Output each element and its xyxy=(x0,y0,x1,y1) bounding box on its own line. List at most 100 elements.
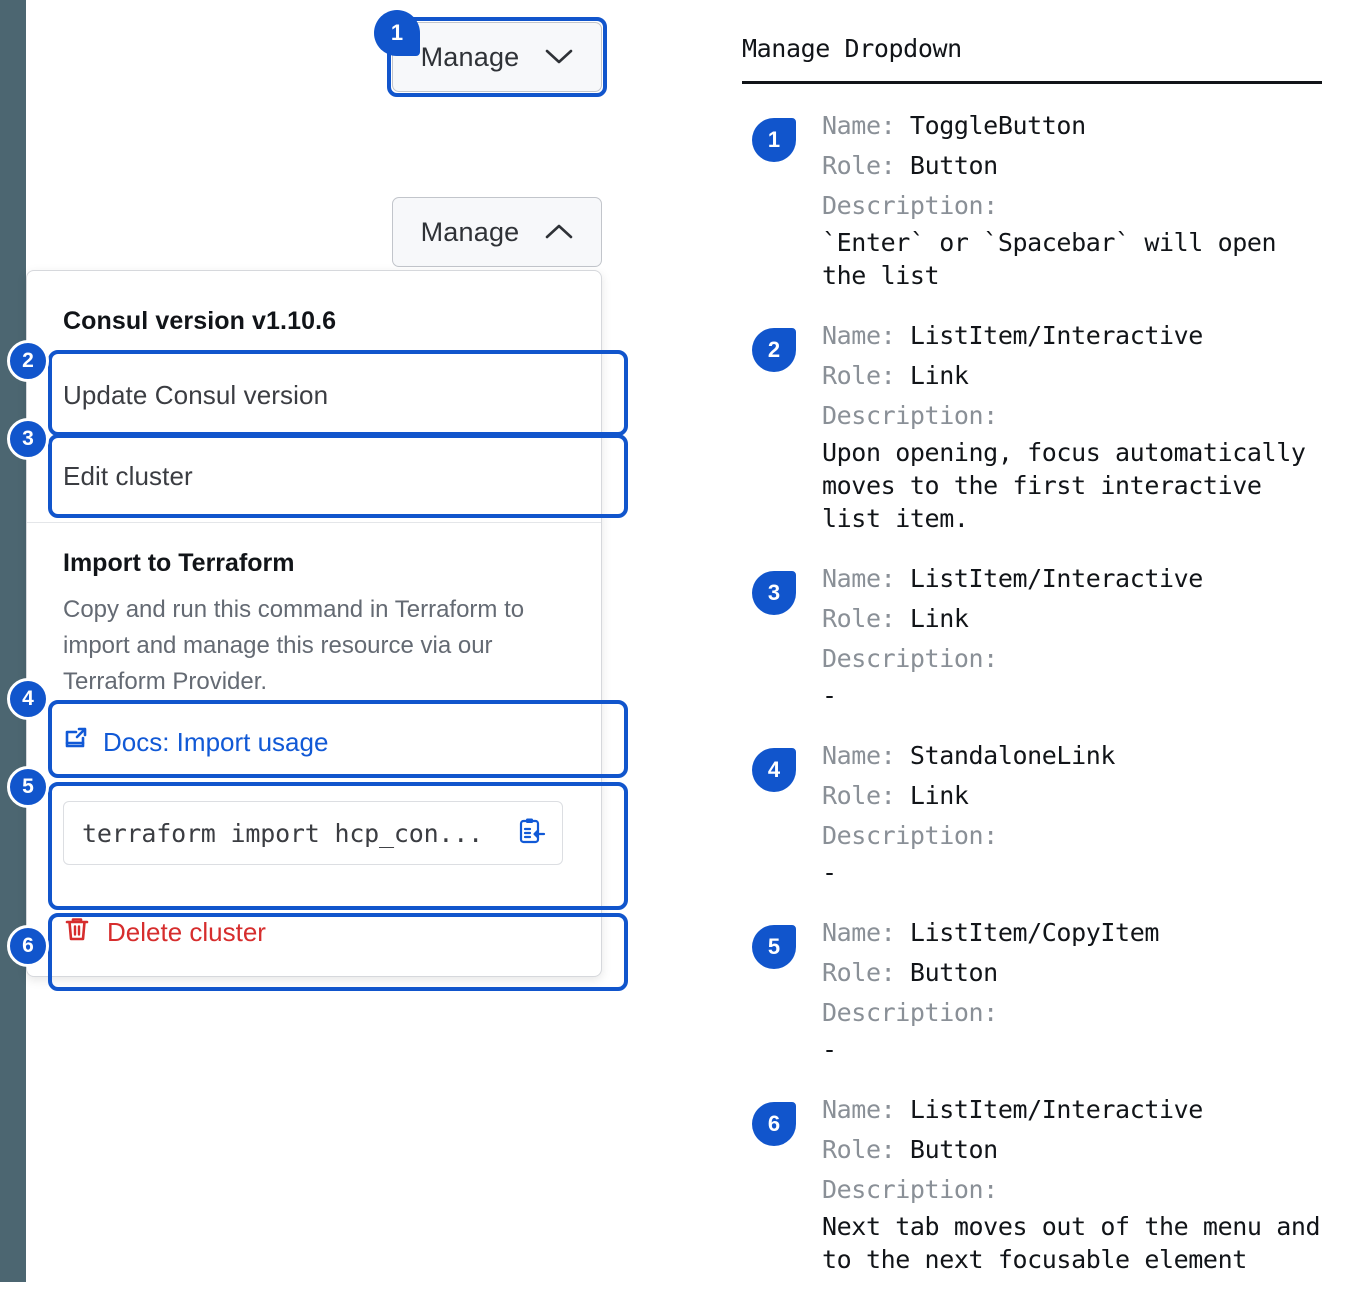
chevron-down-icon xyxy=(545,42,573,73)
documentation-badge: 3 xyxy=(752,571,796,615)
documentation-name-label: Name: xyxy=(822,1095,910,1124)
documentation-badge: 4 xyxy=(752,748,796,792)
documentation-name-value: ListItem/Interactive xyxy=(909,564,1203,593)
documentation-role-value: Button xyxy=(909,1135,998,1164)
import-to-terraform-description: Copy and run this command in Terraform t… xyxy=(63,596,525,695)
documentation-name: Name: ListItem/Interactive xyxy=(822,1090,1322,1130)
documentation-badge: 1 xyxy=(752,118,796,162)
documentation-name: Name: StandaloneLink xyxy=(822,736,1322,776)
documentation-role: Role: Button xyxy=(822,953,1322,993)
documentation-description-label: Description: xyxy=(822,1175,998,1204)
documentation-name-value: ListItem/Interactive xyxy=(909,321,1203,350)
documentation-name-value: ToggleButton xyxy=(909,111,1086,140)
documentation-description-label: Description: xyxy=(822,998,998,1027)
documentation-description-value: - xyxy=(822,681,837,710)
documentation-role-label: Role: xyxy=(822,781,910,810)
manage-toggle-button-expanded[interactable]: Manage xyxy=(392,197,602,267)
manage-dropdown-panel: Consul version v1.10.6 Update Consul ver… xyxy=(26,270,602,977)
marker-1: 1 xyxy=(374,10,420,56)
documentation-name: Name: ListItem/Interactive xyxy=(822,316,1322,356)
documentation-role: Role: Button xyxy=(822,146,1322,186)
documentation-role-label: Role: xyxy=(822,151,910,180)
documentation-role-label: Role: xyxy=(822,958,910,987)
menu-item-update-consul-version[interactable]: Update Consul version xyxy=(63,380,329,410)
documentation-name-label: Name: xyxy=(822,321,910,350)
documentation-name-value: ListItem/CopyItem xyxy=(909,918,1159,947)
documentation-description-label: Description: xyxy=(822,401,998,430)
marker-6: 6 xyxy=(7,925,49,967)
left-sidebar-rail xyxy=(0,0,26,1282)
consul-version-heading: Consul version v1.10.6 xyxy=(63,307,337,335)
documentation-role: Role: Button xyxy=(822,1130,1322,1170)
documentation-role: Role: Link xyxy=(822,776,1322,816)
marker-4: 4 xyxy=(7,678,49,720)
docs-import-usage-label: Docs: Import usage xyxy=(103,727,329,757)
documentation-description-value: `Enter` or `Spacebar` will open the list xyxy=(822,228,1277,290)
component-preview-pane: Manage 1 Manage Consul version v1.10.6 U… xyxy=(26,0,726,1282)
documentation-name-value: ListItem/Interactive xyxy=(909,1095,1203,1124)
documentation-description-label: Description: xyxy=(822,821,998,850)
documentation-badge: 5 xyxy=(752,925,796,969)
documentation-role-value: Button xyxy=(909,151,998,180)
documentation-divider xyxy=(742,81,1322,84)
documentation-description-label: Description: xyxy=(822,191,998,220)
documentation-role-label: Role: xyxy=(822,1135,910,1164)
menu-divider xyxy=(27,522,601,523)
documentation-name: Name: ListItem/Interactive xyxy=(822,559,1322,599)
import-to-terraform-section: Import to Terraform Copy and run this co… xyxy=(27,523,601,704)
marker-2: 2 xyxy=(7,340,49,382)
documentation-role-label: Role: xyxy=(822,361,910,390)
documentation-name-label: Name: xyxy=(822,918,910,947)
chevron-up-icon xyxy=(545,217,573,248)
documentation-role-value: Link xyxy=(909,604,969,633)
documentation-name: Name: ToggleButton xyxy=(822,106,1322,146)
documentation-name-label: Name: xyxy=(822,564,910,593)
documentation-title: Manage Dropdown xyxy=(742,34,962,63)
documentation-badge: 6 xyxy=(752,1102,796,1146)
copy-to-clipboard-icon[interactable] xyxy=(516,816,546,851)
documentation-name-label: Name: xyxy=(822,741,910,770)
documentation-role-value: Button xyxy=(909,958,998,987)
documentation-role-label: Role: xyxy=(822,604,910,633)
documentation-description-label: Description: xyxy=(822,644,998,673)
manage-button-label-expanded: Manage xyxy=(420,216,520,247)
menu-item-edit-cluster[interactable]: Edit cluster xyxy=(63,461,193,491)
terraform-command-text: terraform import hcp_con... xyxy=(82,818,483,848)
delete-cluster-label: Delete cluster xyxy=(107,917,266,947)
terraform-command-row: terraform import hcp_con... xyxy=(27,779,601,891)
external-link-icon xyxy=(63,726,89,759)
documentation-name: Name: ListItem/CopyItem xyxy=(822,913,1322,953)
documentation-description-value: - xyxy=(822,1035,837,1064)
marker-3: 3 xyxy=(7,418,49,460)
menu-item-delete-cluster[interactable]: Delete cluster xyxy=(27,891,601,976)
manage-button-label: Manage xyxy=(420,41,520,72)
documentation-role: Role: Link xyxy=(822,599,1322,639)
documentation-name-value: StandaloneLink xyxy=(909,741,1116,770)
documentation-description-value: - xyxy=(822,858,837,887)
documentation-description-value: Upon opening, focus automatically moves … xyxy=(822,438,1306,533)
documentation-description-value: Next tab moves out of the menu and to th… xyxy=(822,1212,1321,1274)
menu-item-docs-import-usage[interactable]: Docs: Import usage xyxy=(27,704,601,779)
terraform-command-box[interactable]: terraform import hcp_con... xyxy=(63,801,563,865)
marker-5: 5 xyxy=(7,766,49,808)
import-to-terraform-title: Import to Terraform xyxy=(63,549,295,577)
documentation-name-label: Name: xyxy=(822,111,910,140)
trash-icon xyxy=(63,915,91,950)
manage-toggle-button-collapsed[interactable]: Manage xyxy=(392,22,602,92)
documentation-role-value: Link xyxy=(909,361,969,390)
documentation-role-value: Link xyxy=(909,781,969,810)
